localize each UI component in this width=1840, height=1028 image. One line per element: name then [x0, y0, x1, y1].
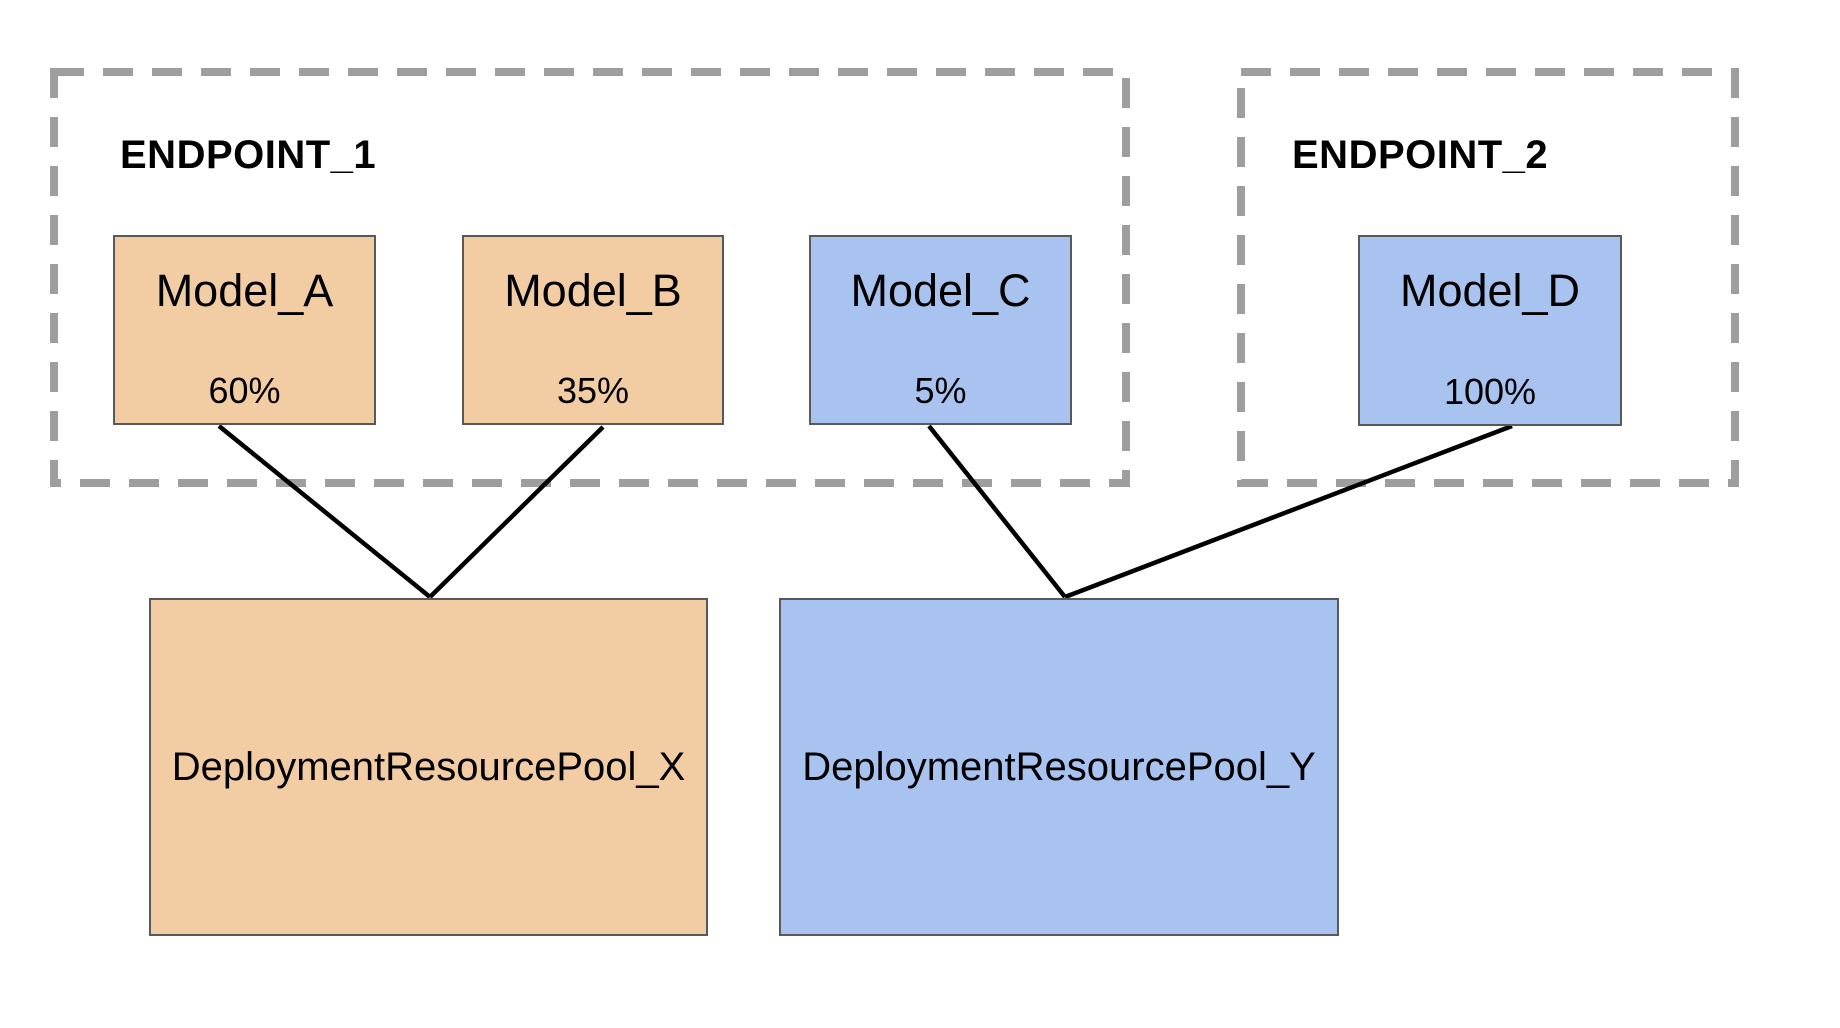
pool-y-name: DeploymentResourcePool_Y: [802, 745, 1316, 789]
edge-model-c-to-pool-y: [927, 424, 1067, 599]
endpoint-1-label: ENDPOINT_1: [120, 133, 377, 177]
model-b-traffic-split: 35%: [556, 370, 630, 411]
model-d-node: Model_D 100%: [1358, 235, 1622, 426]
pool-x-name: DeploymentResourcePool_X: [171, 745, 686, 789]
model-a-traffic-split: 60%: [208, 370, 281, 411]
model-d-name: Model_D: [1399, 265, 1581, 316]
endpoint-1-boundary: [50, 68, 1130, 487]
edge-model-a-to-pool-x: [217, 424, 432, 599]
deployment-resource-pool-y-node: DeploymentResourcePool_Y: [779, 598, 1339, 936]
model-c-name: Model_C: [850, 265, 1031, 316]
model-b-node: Model_B 35%: [462, 235, 724, 425]
model-b-name: Model_B: [504, 265, 682, 316]
endpoint-2-boundary: [1237, 68, 1739, 487]
edge-model-d-to-pool-y: [1064, 423, 1513, 600]
model-a-node: Model_A 60%: [113, 235, 376, 425]
model-a-name: Model_A: [155, 265, 334, 316]
model-d-traffic-split: 100%: [1443, 371, 1537, 412]
model-c-traffic-split: 5%: [914, 370, 967, 411]
endpoint-2-label: ENDPOINT_2: [1292, 133, 1549, 177]
deployment-resource-pool-x-node: DeploymentResourcePool_X: [149, 598, 708, 936]
model-c-node: Model_C 5%: [809, 235, 1072, 425]
edge-model-b-to-pool-x: [428, 425, 605, 599]
